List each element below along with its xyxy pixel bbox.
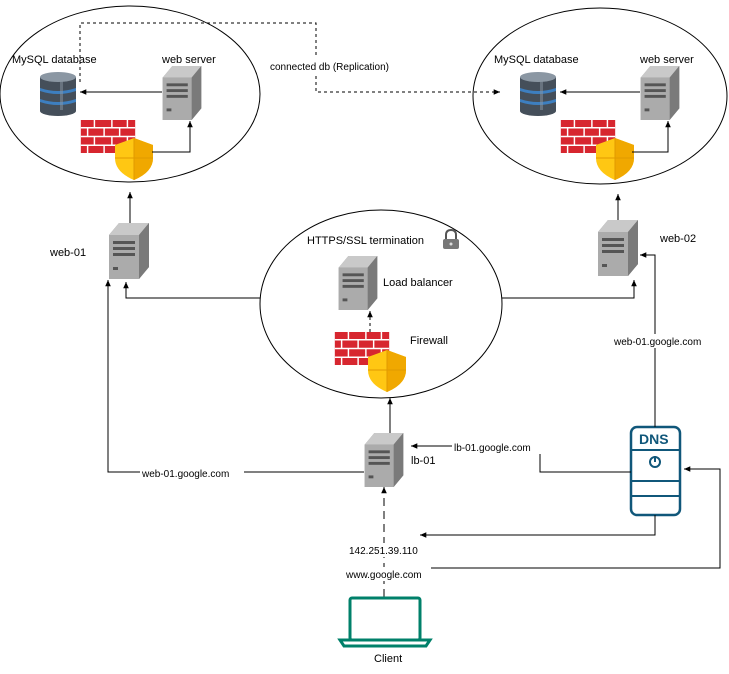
right-cluster-boundary <box>472 7 728 185</box>
webserver-label-left: web server <box>161 54 216 66</box>
dns-web01-label: web-01.google.com <box>141 469 229 480</box>
mysql-label-left: MySQL database <box>12 54 97 66</box>
edge-lb01-to-web01 <box>105 280 364 473</box>
edge-client-query-to-dns <box>430 466 721 569</box>
edge-firewall-to-webserver-left <box>152 121 193 153</box>
laptop-icon <box>337 596 433 648</box>
server-icon <box>338 256 378 310</box>
ssl-label: HTTPS/SSL termination <box>307 235 424 247</box>
edge-lb-to-web02 <box>502 280 637 299</box>
dns-lb-label: lb-01.google.com <box>454 443 531 454</box>
left-cluster-boundary <box>0 5 261 183</box>
database-icon <box>520 72 556 116</box>
shield-icon <box>115 138 153 180</box>
database-icon <box>40 72 76 116</box>
dns-badge-text: DNS <box>639 431 669 447</box>
lock-icon <box>443 228 459 249</box>
load-balancer-label: Load balancer <box>383 277 453 289</box>
server-icon <box>364 433 404 487</box>
shield-icon <box>368 350 406 392</box>
server-icon <box>109 223 149 279</box>
shield-icon <box>596 138 634 180</box>
dns-web02-label: web-01.google.com <box>613 337 701 348</box>
server-icon <box>640 66 680 120</box>
lb01-label: lb-01 <box>411 455 435 467</box>
web02-label: web-02 <box>659 233 696 245</box>
server-icon <box>598 220 638 276</box>
mysql-label-right: MySQL database <box>494 54 579 66</box>
edge-firewall-to-webserver-right <box>632 121 671 153</box>
load-balancer-zone <box>259 209 503 399</box>
edge-replication <box>79 22 500 95</box>
edge-dns-to-web02 <box>640 252 656 427</box>
replication-label: connected db (Replication) <box>270 62 389 73</box>
domain-label: www.google.com <box>345 570 422 581</box>
edge-dns-response <box>420 515 656 538</box>
web01-label: web-01 <box>49 247 86 259</box>
client-label: Client <box>374 653 402 665</box>
webserver-label-right: web server <box>639 54 694 66</box>
ip-label: 142.251.39.110 <box>349 546 418 557</box>
server-icon <box>162 66 202 120</box>
firewall-label: Firewall <box>410 335 448 347</box>
edge-lb-to-web01 <box>123 282 260 299</box>
